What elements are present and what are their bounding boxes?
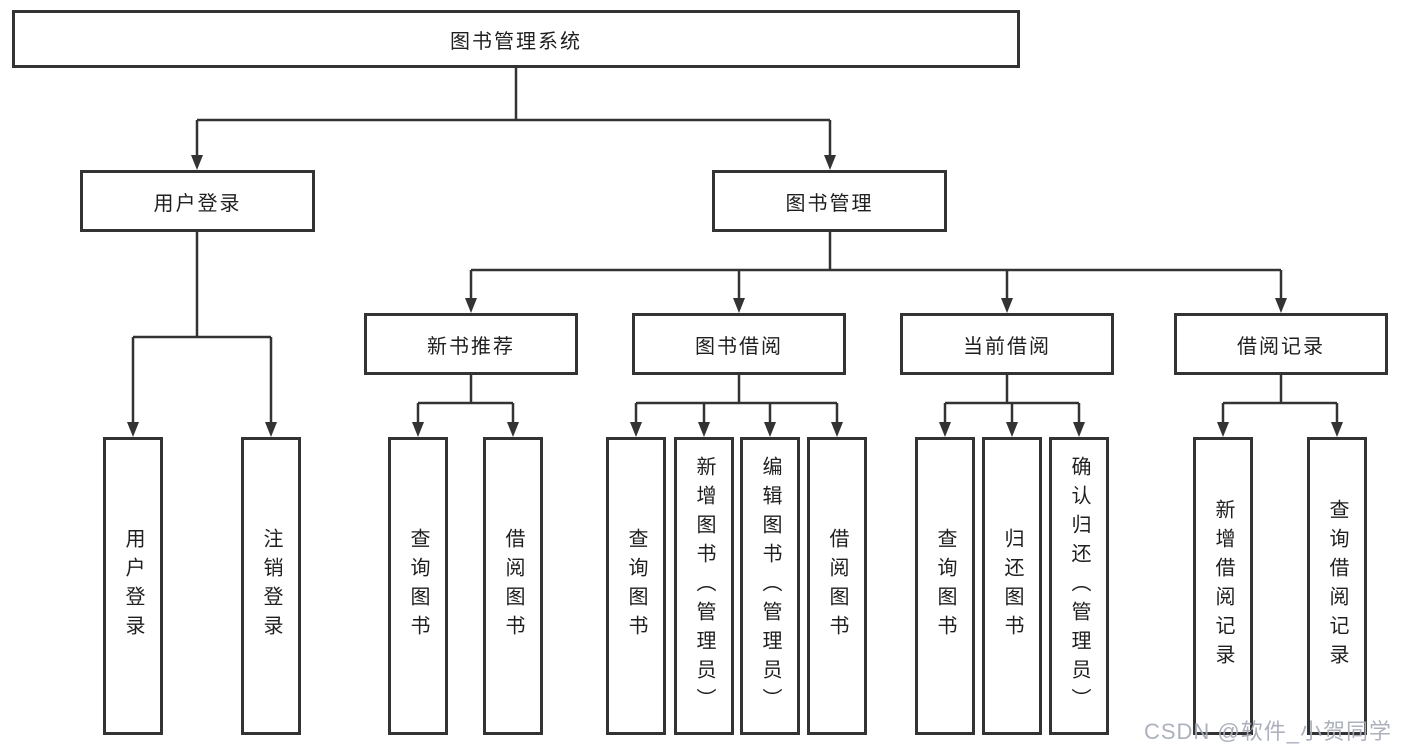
node-label: 注销登录	[260, 528, 282, 644]
node-label: 当前借阅	[963, 335, 1051, 358]
node-label: 归还图书	[1001, 528, 1023, 644]
node-label: 查询图书	[407, 528, 429, 644]
node-leaf-borrow-books: 借阅图书	[483, 437, 543, 735]
node-book-management: 图书管理	[712, 170, 947, 232]
node-leaf-add-borrow-record: 新增借阅记录	[1193, 437, 1253, 735]
node-leaf-return-books: 归还图书	[982, 437, 1042, 735]
node-leaf-edit-books-admin: 编辑图书（管理员）	[740, 437, 800, 735]
node-book-borrow: 图书借阅	[632, 313, 846, 375]
node-leaf-add-books-admin: 新增图书（管理员）	[674, 437, 734, 735]
node-new-book-recommend: 新书推荐	[364, 313, 578, 375]
node-label: 查询图书	[934, 528, 956, 644]
node-label: 查询借阅记录	[1326, 499, 1348, 673]
node-leaf-confirm-return-admin: 确认归还（管理员）	[1049, 437, 1109, 735]
node-leaf-query-books: 查询图书	[606, 437, 666, 735]
node-label: 图书管理	[785, 192, 874, 215]
node-root-library-management-system: 图书管理系统	[12, 10, 1020, 68]
node-label: 借阅记录	[1237, 335, 1325, 358]
node-label: 用户登录	[122, 528, 144, 644]
node-label: 新增借阅记录	[1212, 499, 1234, 673]
node-leaf-borrow-books: 借阅图书	[807, 437, 867, 735]
node-leaf-logout: 注销登录	[241, 437, 301, 735]
node-label: 查询图书	[625, 528, 647, 644]
node-label: 用户登录	[153, 192, 242, 215]
node-leaf-user-login: 用户登录	[103, 437, 163, 735]
node-label: 新增图书（管理员）	[693, 455, 715, 717]
node-borrow-records: 借阅记录	[1174, 313, 1388, 375]
csdn-watermark: CSDN @软件_小贺同学	[1143, 719, 1392, 744]
node-label: 借阅图书	[502, 528, 524, 644]
node-label: 借阅图书	[826, 528, 848, 644]
node-label: 图书借阅	[695, 335, 783, 358]
node-label: 图书管理系统	[450, 30, 582, 53]
node-label: 新书推荐	[427, 335, 515, 358]
node-leaf-query-books: 查询图书	[915, 437, 975, 735]
node-label: 确认归还（管理员）	[1068, 455, 1090, 717]
node-user-login: 用户登录	[80, 170, 315, 232]
node-leaf-query-borrow-record: 查询借阅记录	[1307, 437, 1367, 735]
node-label: 编辑图书（管理员）	[759, 455, 781, 717]
node-current-borrow: 当前借阅	[900, 313, 1114, 375]
node-leaf-query-books: 查询图书	[388, 437, 448, 735]
